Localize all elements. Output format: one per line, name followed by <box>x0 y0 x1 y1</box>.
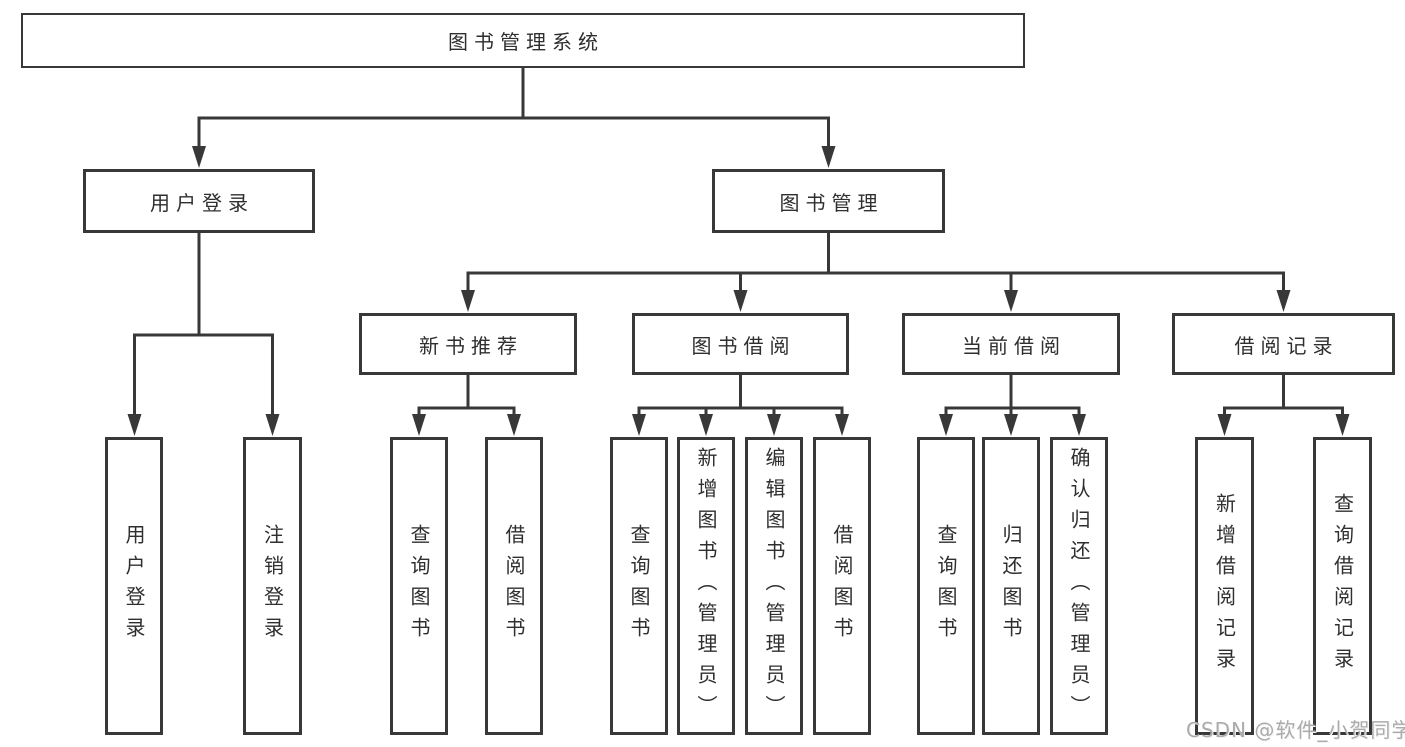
leaf-return-books: 归还图书 <box>982 437 1040 735</box>
node-new-book-recommend: 新书推荐 <box>359 313 577 375</box>
node-borrow-records: 借阅记录 <box>1172 313 1395 375</box>
leaf-borrow-books-2: 借阅图书 <box>813 437 871 735</box>
node-current-borrow: 当前借阅 <box>902 313 1120 375</box>
leaf-add-borrow-record: 新增借阅记录 <box>1195 437 1254 735</box>
leaf-query-books: 查询图书 <box>390 437 448 735</box>
node-library-management-system: 图书管理系统 <box>21 13 1025 68</box>
leaf-query-books-2: 查询图书 <box>610 437 668 735</box>
leaf-add-book-admin: 新增图书（管理员） <box>677 437 735 735</box>
node-book-management: 图书管理 <box>712 169 945 233</box>
leaf-logout: 注销登录 <box>243 437 302 735</box>
node-book-borrow: 图书借阅 <box>632 313 849 375</box>
leaf-confirm-return-admin: 确认归还（管理员） <box>1050 437 1108 735</box>
leaf-borrow-books: 借阅图书 <box>485 437 543 735</box>
leaf-query-borrow-record: 查询借阅记录 <box>1313 437 1372 735</box>
node-user-login: 用户登录 <box>83 169 315 233</box>
leaf-user-login: 用户登录 <box>105 437 163 735</box>
leaf-edit-book-admin: 编辑图书（管理员） <box>745 437 803 735</box>
csdn-watermark: CSDN @软件_小贺同学 <box>1186 718 1405 742</box>
leaf-query-books-3: 查询图书 <box>917 437 975 735</box>
